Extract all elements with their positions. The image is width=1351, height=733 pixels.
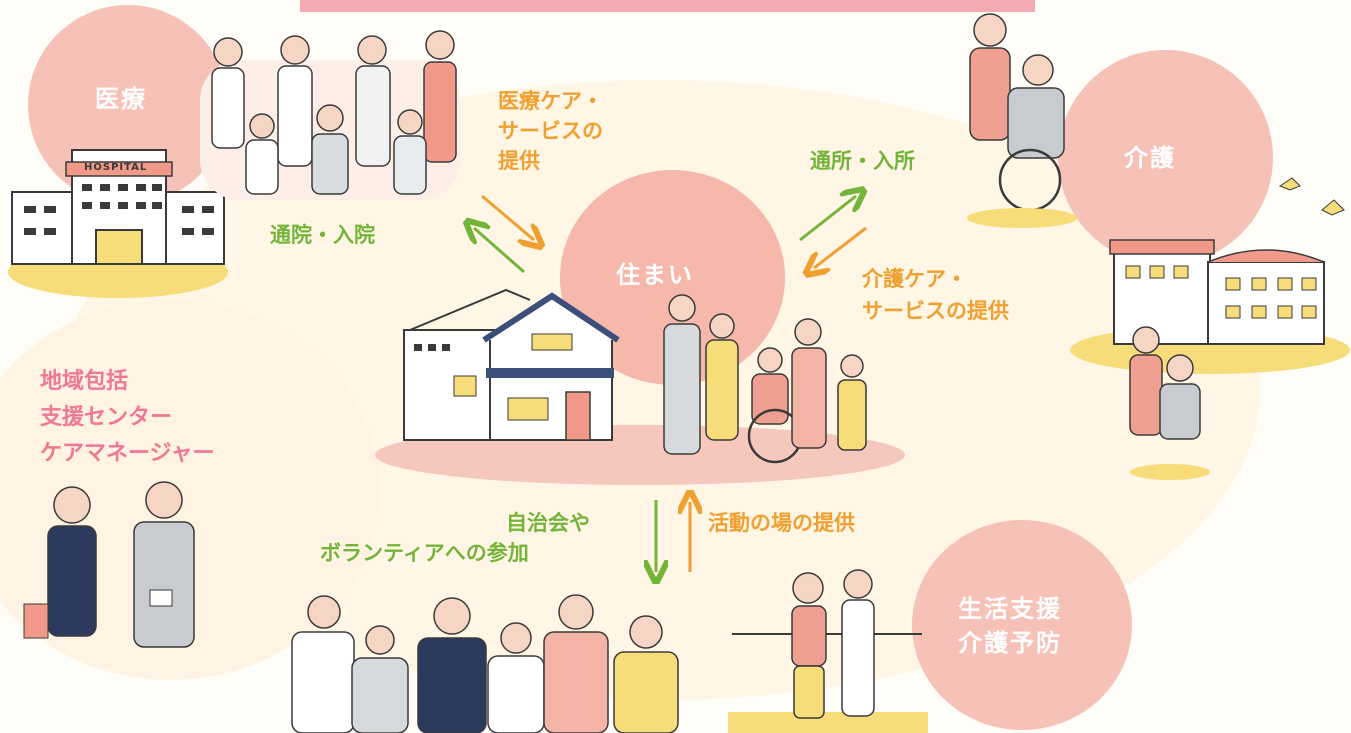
house-icon xyxy=(375,288,905,485)
community-participation-label-2: ボランティアへの参加 xyxy=(320,541,529,565)
support-center-label-2: 支援センター xyxy=(40,405,173,430)
activity-place-label: 活動の場の提供 xyxy=(708,511,855,535)
caregiver-wheelchair-icon xyxy=(967,13,1077,228)
support-center-label-3: ケアマネージャー xyxy=(40,441,215,466)
bird-icon xyxy=(1278,177,1345,216)
medical-label: 医療 xyxy=(95,85,147,113)
hospital-visit-label: 通院・入院 xyxy=(270,223,375,247)
care-label: 介護 xyxy=(1124,144,1176,172)
daycare-admission-label: 通所・入所 xyxy=(810,149,915,173)
walking-support-icon xyxy=(728,569,928,733)
arrow-to-care xyxy=(799,196,856,242)
hospital-sign: HOSPITAL xyxy=(84,162,148,173)
living-support-label-2: 介護予防 xyxy=(958,629,1062,657)
care-hub-circle xyxy=(1058,50,1273,265)
community-group-icon xyxy=(291,594,679,733)
care-facility-icon xyxy=(1070,239,1350,374)
living-support-label-1: 生活支援 xyxy=(958,595,1062,623)
arrow-to-medical xyxy=(474,228,525,274)
arrow-care-to-home xyxy=(814,226,867,268)
home-label: 住まい xyxy=(616,261,694,289)
living-support-hub-circle xyxy=(912,520,1132,730)
care-manager-icon xyxy=(23,481,195,648)
medical-staff-group xyxy=(200,30,460,200)
medical-care-service-label-2: サービスの xyxy=(498,119,603,143)
title-banner xyxy=(300,0,1035,12)
medical-care-service-label-3: 提供 xyxy=(498,149,540,173)
support-center-label-1: 地域包括 xyxy=(40,369,129,394)
wheelchair-pair-icon xyxy=(1129,326,1210,480)
community-participation-label-1: 自治会や xyxy=(506,511,590,535)
nursing-care-service-label-1: 介護ケア・ xyxy=(862,267,967,291)
nursing-care-service-label-2: サービスの提供 xyxy=(862,299,1009,323)
family-icon xyxy=(663,294,867,464)
hospital-icon xyxy=(8,149,228,298)
arrow-medical-to-home xyxy=(481,194,534,240)
medical-care-service-label-1: 医療ケア・ xyxy=(498,89,603,113)
